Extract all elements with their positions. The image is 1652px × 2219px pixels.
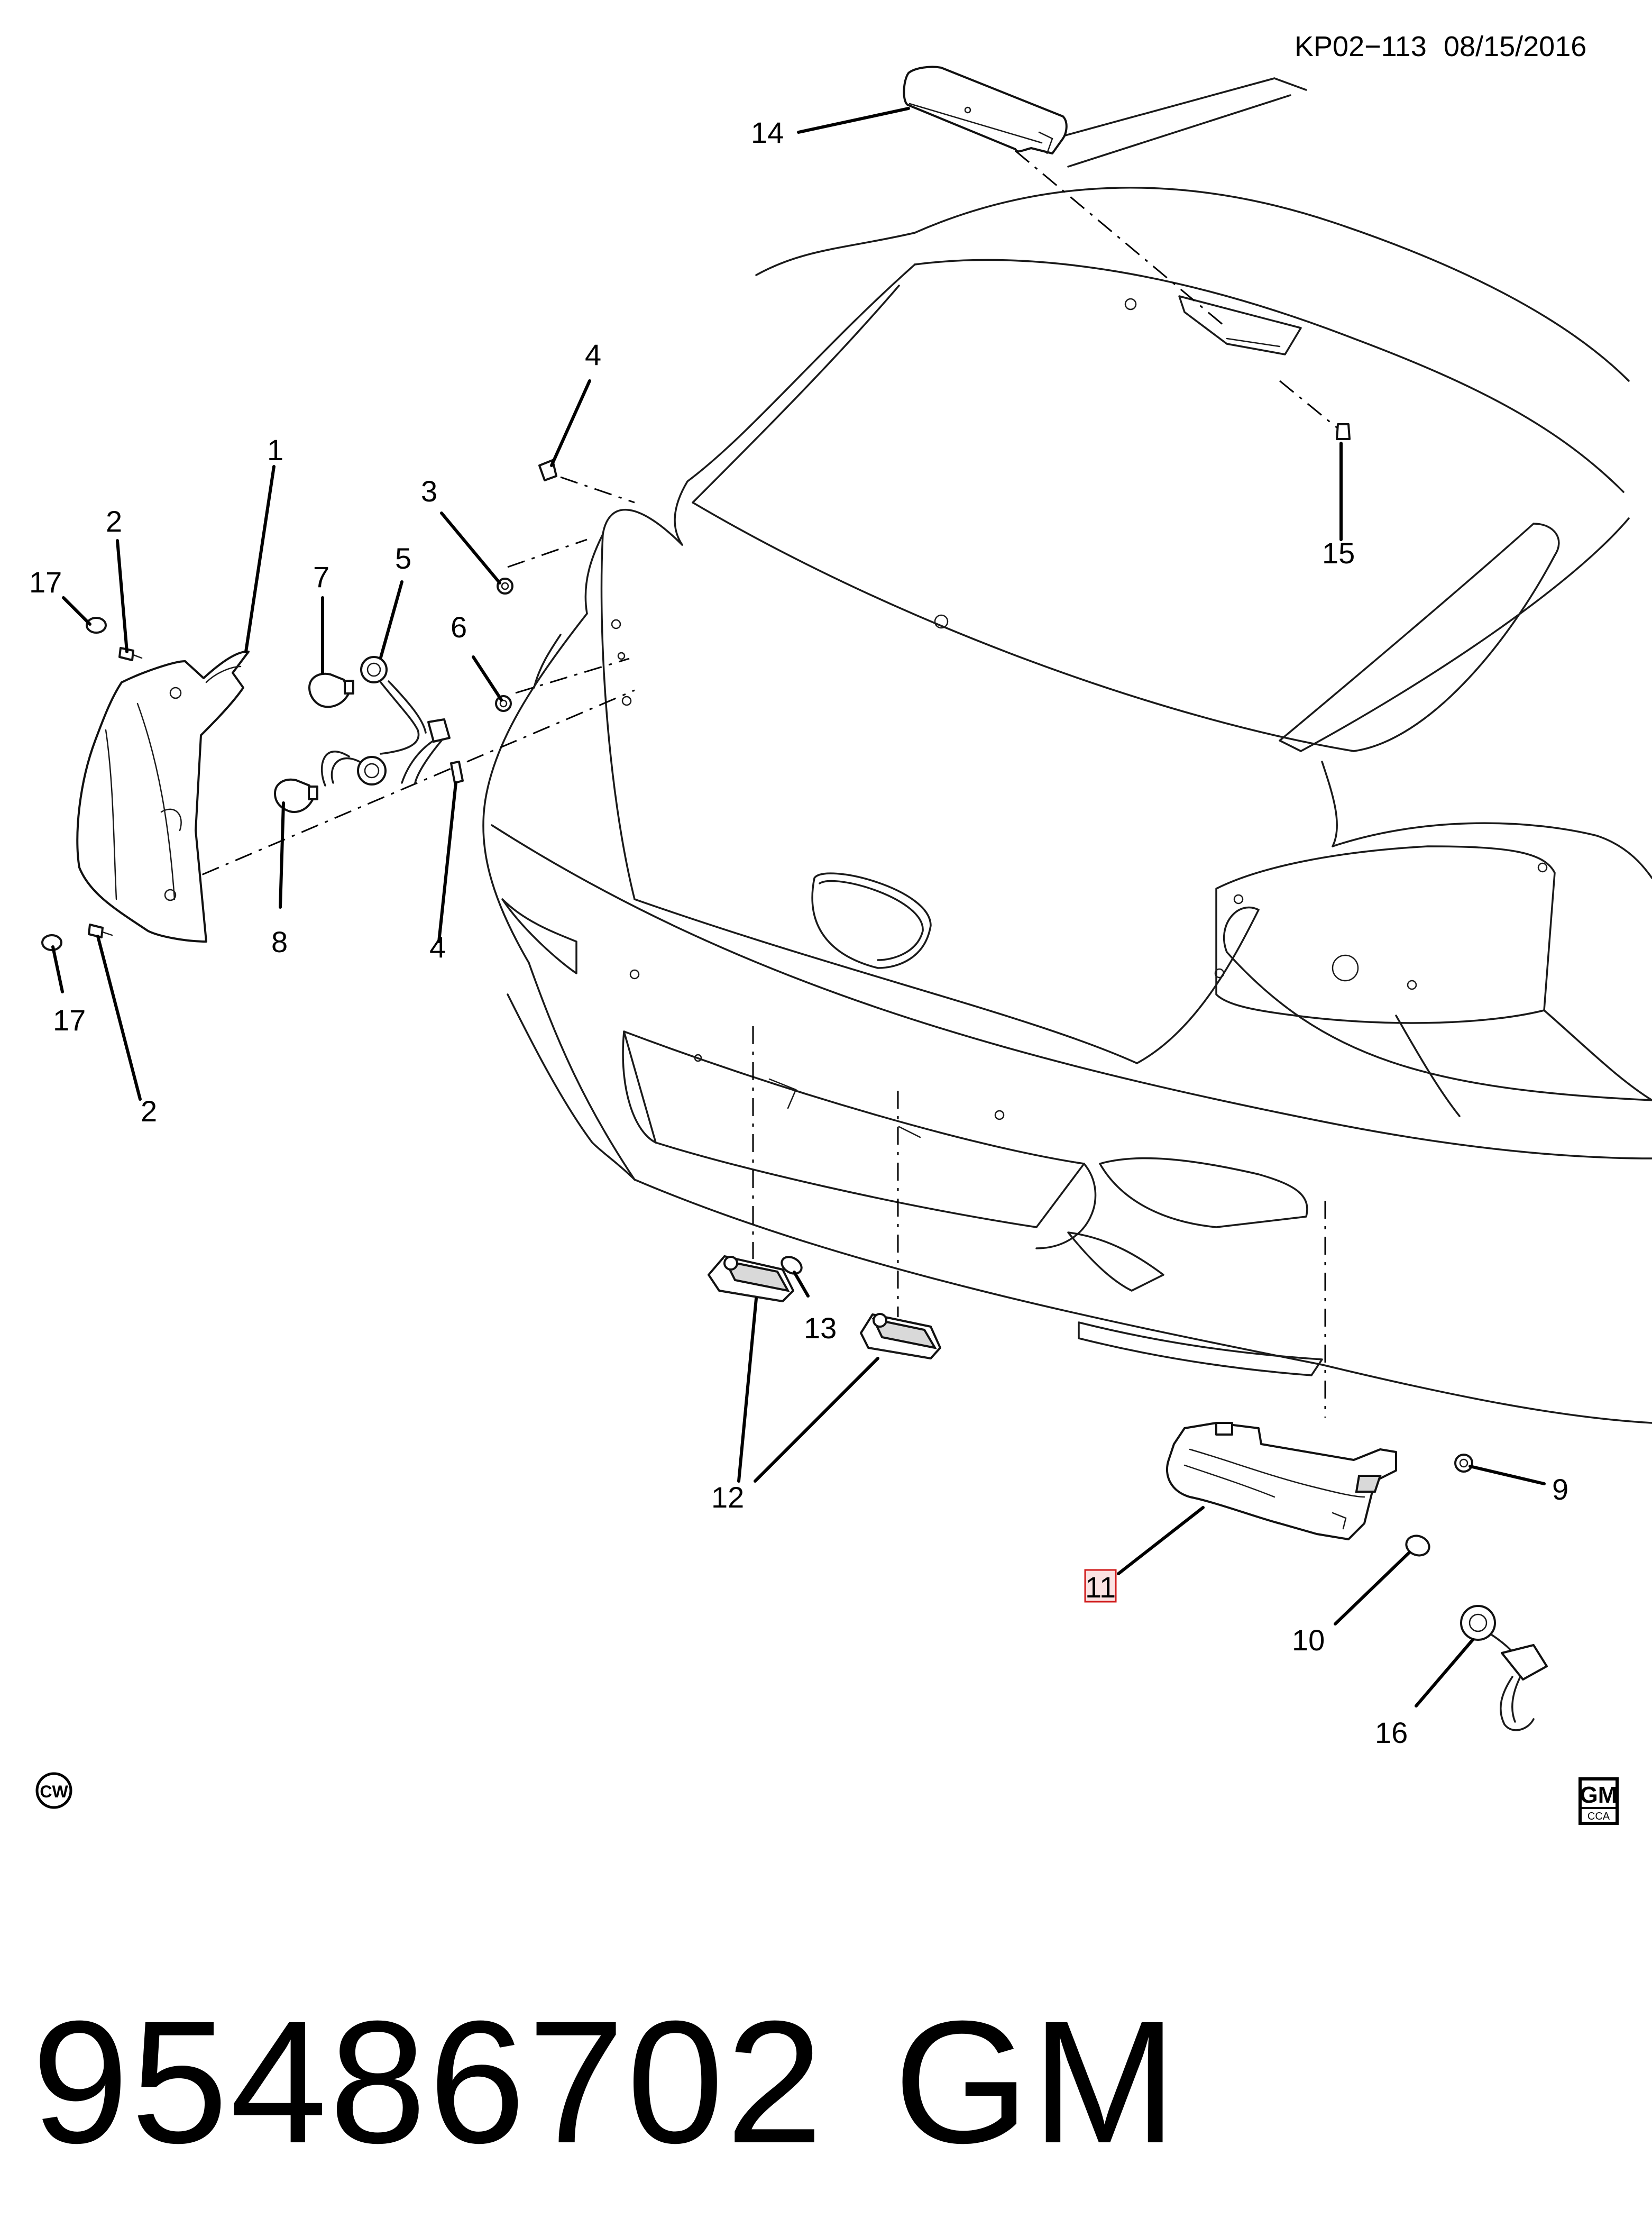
part-bolt-lower	[88, 924, 113, 938]
cw-badge-label: CW	[40, 1782, 68, 1801]
callout-labels: 14 1 2 17 7 5 3 4 6 8 4 17 2 15 13 12 9 …	[29, 116, 1568, 1749]
callout-14: 14	[751, 116, 784, 149]
part-socket-16	[1460, 1605, 1548, 1731]
assembly-lines	[169, 150, 1338, 1418]
callout-5: 5	[395, 542, 411, 575]
part-clip-lower	[450, 761, 464, 784]
part-bulb-13	[781, 1256, 803, 1275]
leader-lines	[51, 107, 1546, 1707]
vehicle-rear-body	[482, 77, 1652, 1424]
part-socket-harness	[320, 656, 451, 787]
part-license-lamp-right	[860, 1313, 941, 1359]
part-grommet-lower	[41, 934, 62, 951]
callout-17-lower: 17	[53, 1003, 86, 1037]
part-bulb-8	[274, 778, 318, 813]
callout-16: 16	[1375, 1716, 1408, 1749]
gm-logo-letters: GM	[1580, 1782, 1618, 1808]
cw-badge: CW	[35, 1772, 72, 1809]
callout-13: 13	[804, 1311, 837, 1345]
footer-part-number: 95486702	[32, 1984, 825, 2179]
part-nut-3	[497, 578, 513, 595]
drawing-date: 08/15/2016	[1444, 31, 1586, 62]
callout-7: 7	[313, 560, 329, 593]
callout-4-lower: 4	[429, 930, 446, 964]
drawing-id: KP02−113	[1295, 31, 1427, 62]
part-back-up-lamp	[1165, 1422, 1397, 1540]
callout-8: 8	[271, 925, 288, 958]
callout-15: 15	[1322, 536, 1355, 570]
callout-11-highlight	[1084, 1569, 1117, 1603]
callout-11: 11	[1085, 1570, 1116, 1604]
footer-brand: GM	[894, 1984, 1179, 2179]
callout-17-upper: 17	[29, 565, 62, 599]
callout-3: 3	[421, 474, 437, 508]
callout-2-lower: 2	[141, 1094, 157, 1128]
part-bulb-7	[308, 672, 354, 708]
gm-logo: GM CCA	[1578, 1777, 1619, 1825]
callout-6: 6	[451, 610, 467, 644]
part-nut-6	[495, 695, 512, 712]
callout-10: 10	[1292, 1623, 1325, 1657]
callout-1: 1	[267, 433, 283, 467]
part-screw-9	[1454, 1454, 1473, 1473]
callout-12: 12	[711, 1481, 744, 1514]
callout-4-upper: 4	[585, 338, 601, 371]
part-screw-15	[1336, 423, 1351, 440]
part-tail-lamp	[76, 650, 250, 943]
part-bulb-10	[1405, 1535, 1430, 1557]
callout-2-upper: 2	[106, 505, 122, 538]
gm-logo-sub: CCA	[1587, 1811, 1610, 1822]
part-high-mount-stop-lamp	[903, 66, 1068, 154]
part-bolt-upper	[118, 647, 143, 661]
callout-9: 9	[1552, 1473, 1568, 1506]
part-grommet-upper	[86, 617, 107, 634]
part-license-lamp-left	[708, 1255, 794, 1302]
